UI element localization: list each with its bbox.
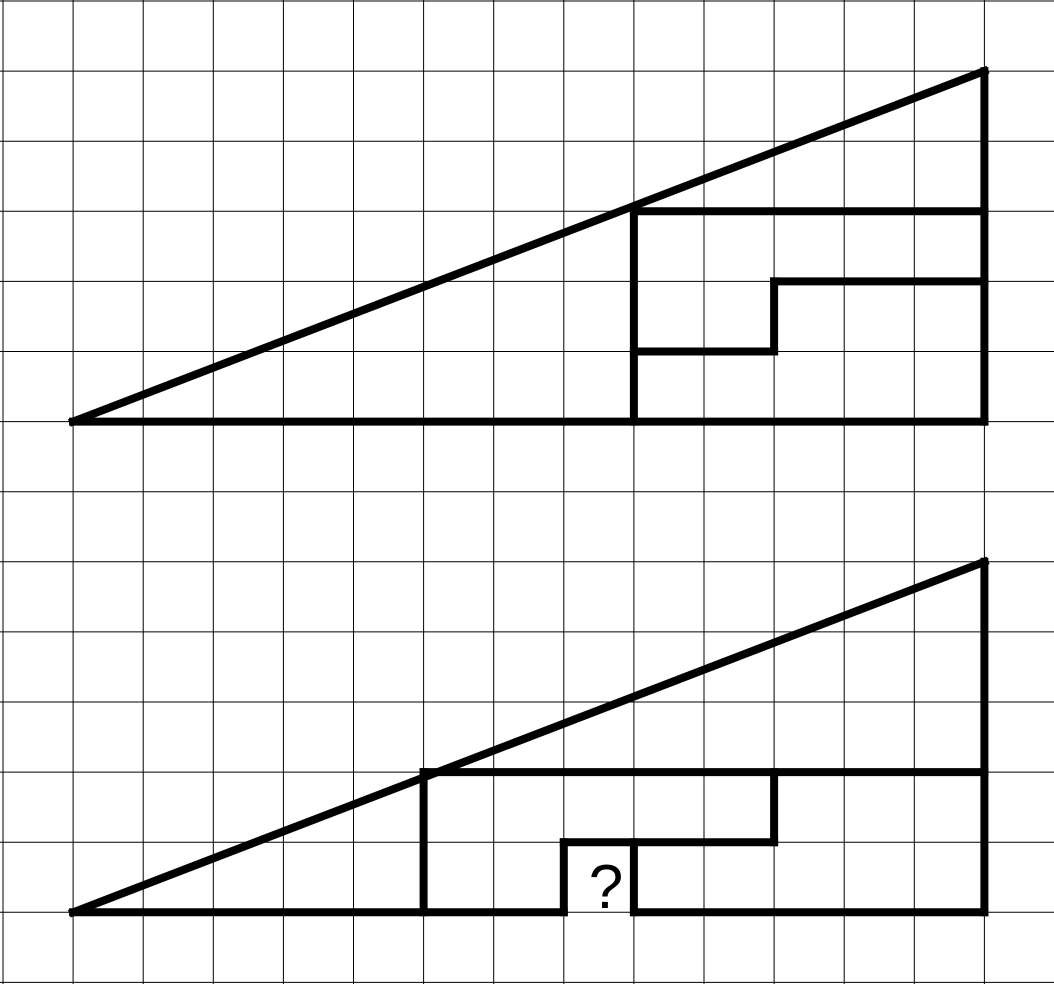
triangle-figures [67, 65, 990, 918]
top-triangle-edge [67, 65, 990, 427]
top-triangle [67, 65, 990, 427]
bottom-triangle [67, 556, 990, 918]
missing-piece-question-mark: ? [589, 853, 623, 922]
bottom-triangle-edge [67, 556, 990, 918]
